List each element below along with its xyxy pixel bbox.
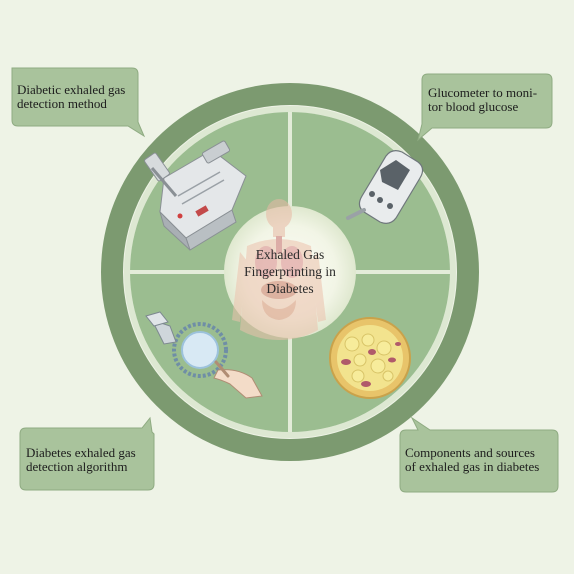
callout-top-left-line-2: detection method: [17, 96, 107, 111]
callout-top-right-line-1: Glucometer to moni-: [428, 85, 538, 100]
center-title: Exhaled Gas Fingerprinting in Diabetes: [220, 246, 360, 297]
inner-gap-ring: [124, 106, 456, 438]
center-title-line-1: Exhaled Gas: [255, 247, 325, 262]
callout-bottom-left-line-1: Diabetes exhaled gas: [26, 445, 136, 460]
callout-bottom-left-text: Diabetes exhaled gas detection algorithm: [26, 446, 136, 474]
callout-top-right: [417, 73, 553, 142]
callout-top-left: [11, 67, 146, 138]
callout-bottom-right-line-1: Components and sources: [405, 445, 535, 460]
callout-top-left-line-1: Diabetic exhaled gas: [17, 82, 126, 97]
callout-bottom-right: [399, 416, 559, 493]
cell-components-icon: [329, 317, 411, 399]
glucometer-icon: [346, 150, 424, 224]
callout-bottom-left-line-2: detection algorithm: [26, 459, 128, 474]
gas-analyzer-device-icon: [144, 140, 247, 251]
ai-algorithm-hand-icon: [145, 311, 263, 399]
callout-bottom-left: [19, 416, 155, 491]
callout-top-right-text: Glucometer to moni- tor blood glucose: [428, 86, 537, 114]
human-anatomy-icon: [232, 199, 326, 340]
callout-bottom-right-text: Components and sources of exhaled gas in…: [405, 446, 539, 474]
center-title-line-3: Diabetes: [266, 281, 314, 296]
center-title-line-2: Fingerprinting in: [244, 264, 336, 279]
callout-top-right-line-2: tor blood glucose: [428, 99, 519, 114]
callout-bottom-right-line-2: of exhaled gas in diabetes: [405, 459, 540, 474]
callout-top-left-text: Diabetic exhaled gas detection method: [17, 83, 125, 111]
outer-ring: [101, 83, 479, 461]
